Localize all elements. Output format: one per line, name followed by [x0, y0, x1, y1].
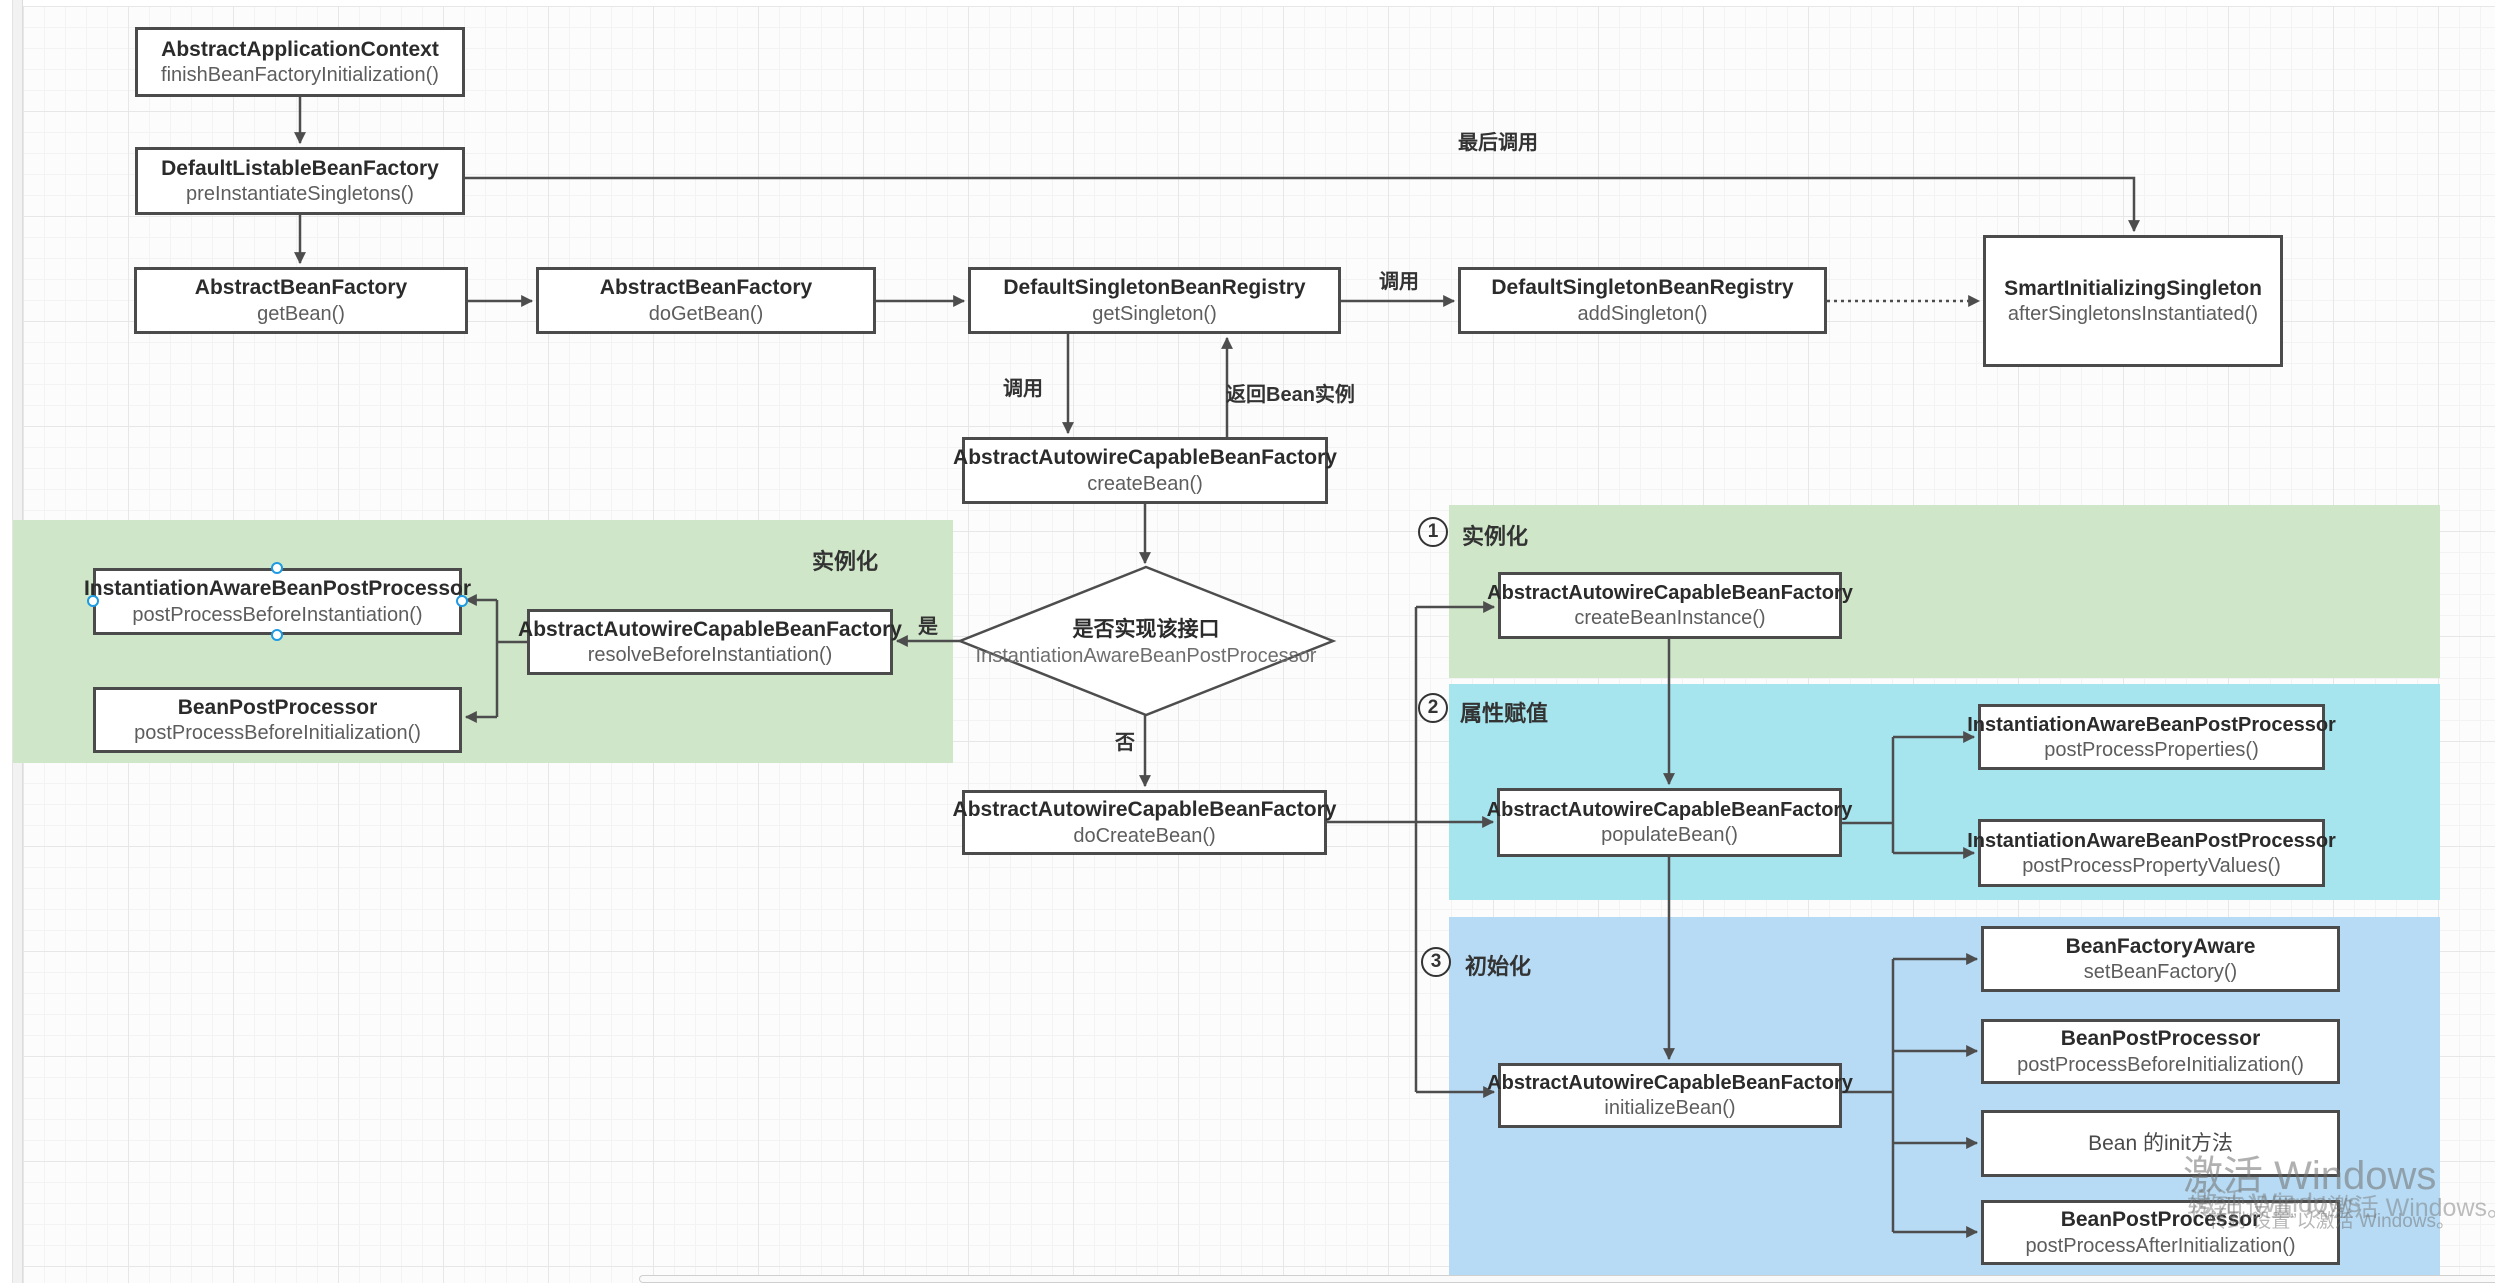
- node-class-name: AbstractApplicationContext: [161, 37, 439, 61]
- node-method-name: postProcessPropertyValues(): [2022, 854, 2281, 877]
- edge-label-yes: 是: [918, 616, 938, 638]
- node-method-name: initializeBean(): [1604, 1097, 1736, 1119]
- node-method-name: getBean(): [257, 302, 345, 325]
- node-class-name: AbstractBeanFactory: [194, 276, 408, 300]
- node-initialize-bean[interactable]: AbstractAutowireCapableBeanFactory initi…: [1487, 1063, 1853, 1128]
- selection-handle-right[interactable]: [456, 595, 468, 607]
- decision-question: 是否实现该接口: [1072, 617, 1220, 641]
- node-class-name: InstantiationAwareBeanPostProcessor: [1967, 713, 2336, 736]
- node-class-name: InstantiationAwareBeanPostProcessor: [1967, 829, 2336, 852]
- node-class-name: AbstractAutowireCapableBeanFactory: [1486, 799, 1853, 821]
- windows-activation-hint: 转到“设置”以激活 Windows。: [2187, 1194, 2495, 1222]
- node-after-singletons-instantiated[interactable]: SmartInitializingSingleton afterSingleto…: [1983, 235, 2283, 367]
- windows-activation-watermark: 激活 Windows: [2190, 1188, 2362, 1218]
- step-number-1: 1: [1418, 517, 1448, 547]
- node-class-name: BeanPostProcessor: [2060, 1208, 2261, 1232]
- node-class-name: BeanPostProcessor: [2060, 1027, 2261, 1051]
- edge-initializebean-branch[interactable]: [1842, 959, 1895, 1232]
- step-number-3: 3: [1421, 947, 1451, 977]
- node-create-bean[interactable]: AbstractAutowireCapableBeanFactory creat…: [953, 437, 1337, 504]
- node-add-singleton[interactable]: DefaultSingletonBeanRegistry addSingleto…: [1458, 267, 1827, 334]
- node-get-bean[interactable]: AbstractBeanFactory getBean(): [134, 267, 468, 334]
- node-method-name: createBean(): [1087, 472, 1203, 495]
- region-label-instantiation-left: 实例化: [812, 549, 879, 574]
- node-method-name: preInstantiateSingletons(): [186, 183, 414, 206]
- node-create-bean-instance[interactable]: AbstractAutowireCapableBeanFactory creat…: [1487, 572, 1853, 639]
- selection-handle-top[interactable]: [271, 562, 283, 574]
- horizontal-scrollbar[interactable]: [639, 1275, 2495, 1283]
- node-class-name: DefaultSingletonBeanRegistry: [1491, 276, 1794, 300]
- node-method-name: finishBeanFactoryInitialization(): [161, 64, 439, 87]
- node-finish-bean-factory-initialization[interactable]: AbstractApplicationContext finishBeanFac…: [135, 27, 465, 97]
- node-label: Bean 的init方法: [2088, 1131, 2233, 1155]
- edge-label-call-mid: 调用: [1003, 378, 1043, 400]
- node-set-bean-factory[interactable]: BeanFactoryAware setBeanFactory(): [1981, 926, 2340, 992]
- node-method-name: postProcessBeforeInstantiation(): [132, 603, 423, 626]
- decision-interface-name: InstantiationAwareBeanPostProcessor: [975, 645, 1317, 668]
- edge-label-last-call: 最后调用: [1458, 132, 1538, 154]
- node-method-name: createBeanInstance(): [1574, 607, 1766, 629]
- node-method-name: addSingleton(): [1577, 302, 1708, 325]
- node-method-name: postProcessBeforeInitialization(): [134, 722, 421, 745]
- node-class-name: InstantiationAwareBeanPostProcessor: [83, 577, 472, 601]
- node-class-name: DefaultSingletonBeanRegistry: [1003, 276, 1306, 300]
- node-method-name: postProcessProperties(): [2044, 738, 2259, 761]
- node-class-name: BeanFactoryAware: [2065, 934, 2256, 958]
- edge-label-return-bean: 返回Bean实例: [1226, 384, 1355, 406]
- node-do-get-bean[interactable]: AbstractBeanFactory doGetBean(): [536, 267, 876, 334]
- node-post-process-before-initialization[interactable]: BeanPostProcessor postProcessBeforeIniti…: [1981, 1019, 2340, 1084]
- node-post-process-properties[interactable]: InstantiationAwareBeanPostProcessor post…: [1967, 704, 2336, 770]
- edge-resolve-branch[interactable]: [495, 600, 527, 717]
- node-populate-bean[interactable]: AbstractAutowireCapableBeanFactory popul…: [1487, 788, 1852, 857]
- node-class-name: AbstractAutowireCapableBeanFactory: [953, 446, 1337, 470]
- node-bean-init-method[interactable]: Bean 的init方法: [1981, 1110, 2340, 1177]
- node-method-name: postProcessBeforeInitialization(): [2017, 1053, 2304, 1076]
- node-method-name: populateBean(): [1601, 824, 1738, 846]
- edge-label-no: 否: [1115, 732, 1135, 754]
- node-class-name: AbstractBeanFactory: [599, 276, 813, 300]
- node-class-name: SmartInitializingSingleton: [2004, 276, 2262, 300]
- step-number-2: 2: [1418, 693, 1448, 723]
- region-label-step1: 实例化: [1462, 524, 1529, 549]
- node-class-name: DefaultListableBeanFactory: [161, 156, 439, 180]
- selection-handle-bottom[interactable]: [271, 629, 283, 641]
- edge-populatebean-branch[interactable]: [1842, 737, 1895, 853]
- windows-activation-hint: 转到“设置”以激活 Windows。: [2208, 1211, 2456, 1232]
- node-class-name: AbstractAutowireCapableBeanFactory: [1487, 582, 1853, 604]
- node-method-name: afterSingletonsInstantiated(): [2007, 303, 2259, 326]
- node-method-name: setBeanFactory(): [2083, 961, 2238, 984]
- node-method-name: doCreateBean(): [1073, 824, 1216, 847]
- node-class-name: AbstractAutowireCapableBeanFactory: [518, 617, 902, 641]
- node-post-process-after-initialization[interactable]: BeanPostProcessor postProcessAfterInitia…: [1981, 1200, 2340, 1265]
- node-method-name: postProcessAfterInitialization(): [2025, 1234, 2296, 1257]
- decision-diamond[interactable]: [956, 565, 1337, 717]
- region-label-step3: 初始化: [1465, 954, 1532, 979]
- node-get-singleton[interactable]: DefaultSingletonBeanRegistry getSingleto…: [968, 267, 1341, 334]
- node-resolve-before-instantiation[interactable]: AbstractAutowireCapableBeanFactory resol…: [518, 609, 902, 675]
- node-class-name: AbstractAutowireCapableBeanFactory: [952, 798, 1337, 822]
- node-class-name: BeanPostProcessor: [177, 695, 378, 719]
- node-post-process-before-initialization-left[interactable]: BeanPostProcessor postProcessBeforeIniti…: [93, 687, 462, 753]
- node-do-create-bean[interactable]: AbstractAutowireCapableBeanFactory doCre…: [953, 790, 1336, 855]
- edge-label-call-top: 调用: [1379, 271, 1419, 293]
- node-pre-instantiate-singletons[interactable]: DefaultListableBeanFactory preInstantiat…: [135, 147, 465, 215]
- decision-node-text[interactable]: 是否实现该接口 InstantiationAwareBeanPostProces…: [946, 569, 1346, 715]
- node-post-process-before-instantiation[interactable]: InstantiationAwareBeanPostProcessor post…: [84, 568, 471, 635]
- region-label-step2: 属性赋值: [1460, 701, 1549, 726]
- node-method-name: resolveBeforeInstantiation(): [587, 644, 833, 667]
- node-method-name: getSingleton(): [1092, 302, 1217, 325]
- edge-last-call[interactable]: [465, 176, 2140, 233]
- windows-activation-watermark: 激活 Windows: [2183, 1154, 2437, 1198]
- selection-handle-left[interactable]: [87, 595, 99, 607]
- node-class-name: AbstractAutowireCapableBeanFactory: [1487, 1072, 1853, 1094]
- node-post-process-property-values[interactable]: InstantiationAwareBeanPostProcessor post…: [1967, 819, 2336, 887]
- node-method-name: doGetBean(): [648, 302, 764, 325]
